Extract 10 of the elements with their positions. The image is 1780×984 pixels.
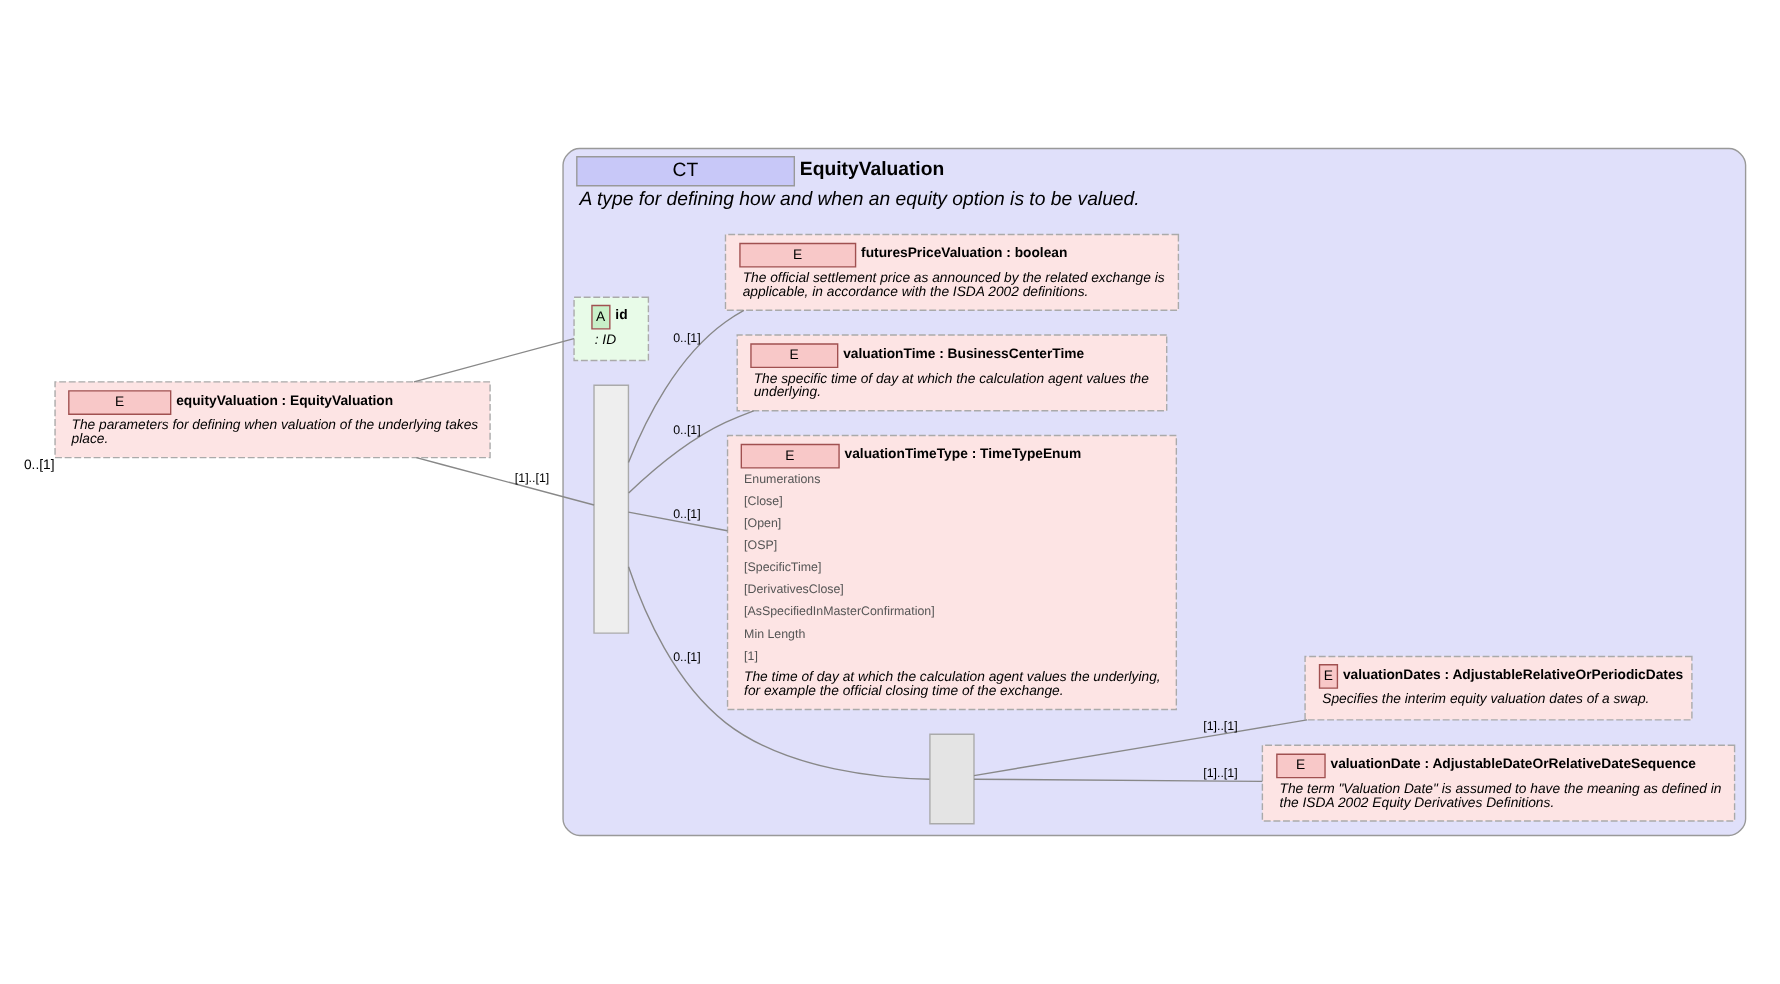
node-bar: [593, 384, 630, 634]
node-box: [929, 733, 975, 825]
connector: [627, 309, 745, 464]
connector: [973, 719, 1308, 777]
connector: [627, 566, 931, 780]
connector: [627, 410, 755, 494]
connector: [415, 457, 595, 506]
connector: [413, 337, 575, 383]
connector: [973, 778, 1264, 783]
connector: [627, 511, 729, 532]
